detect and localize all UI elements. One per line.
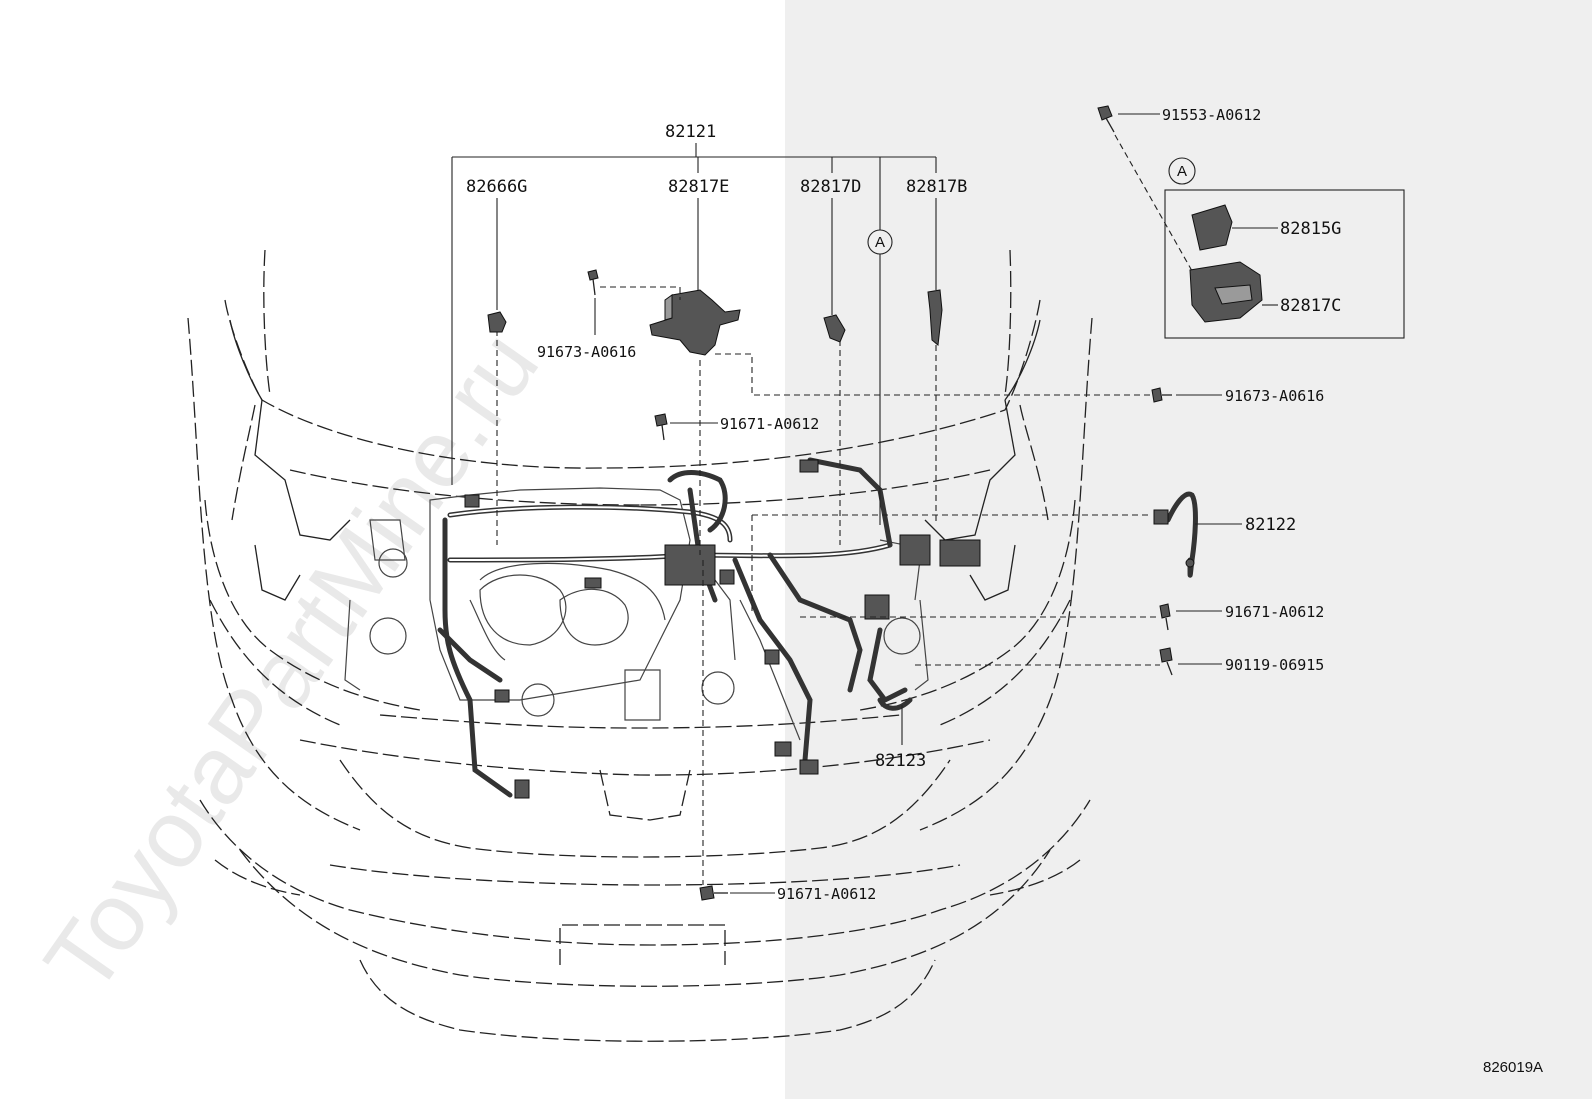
label-82121: 82121 <box>665 122 716 142</box>
callout-a-marker: A <box>875 234 885 251</box>
label-91671-A0612-mid: 91671-A0612 <box>720 415 819 433</box>
clip-82666G-icon <box>487 311 507 333</box>
watermark: ToyotaPartMine.ru <box>25 313 559 1013</box>
label-91671-A0612-right: 91671-A0612 <box>1225 603 1324 621</box>
label-91671-A0612-bottom: 91671-A0612 <box>777 885 876 903</box>
label-82666G: 82666G <box>466 177 527 197</box>
label-82815G: 82815G <box>1280 219 1341 239</box>
bolt-91671-right-icon <box>1159 603 1171 631</box>
inset-marker: A <box>1177 163 1187 180</box>
relay-bracket-82817E-icon <box>649 289 741 356</box>
label-91673-A0616-left: 91673-A0616 <box>537 343 636 361</box>
part-82815G-icon <box>1191 204 1233 251</box>
wire-harness-82121 <box>437 457 981 799</box>
bolt-91671-bottom-icon <box>699 885 728 901</box>
bolt-91673-right-icon <box>1151 387 1172 403</box>
label-82817D: 82817D <box>800 177 861 197</box>
harness-82123-icon <box>877 697 913 711</box>
figure-reference: 826019A <box>1483 1059 1543 1076</box>
bolt-91671-mid-icon <box>654 413 668 441</box>
label-82817B: 82817B <box>906 177 967 197</box>
label-82817E: 82817E <box>668 177 729 197</box>
bolt-91553-icon <box>1097 105 1115 133</box>
clip-82817D-icon <box>823 314 846 343</box>
engine-bay <box>229 319 1041 741</box>
bolt-90119-icon <box>1159 647 1173 676</box>
label-91673-A0616-right: 91673-A0616 <box>1225 387 1324 405</box>
label-91553-A0612: 91553-A0612 <box>1162 106 1261 124</box>
group-bracket-82121 <box>451 143 937 525</box>
label-82817C: 82817C <box>1280 296 1341 316</box>
inset-box-a: A 82815G 82817C <box>1164 157 1405 339</box>
bolt-91673-left-icon <box>587 269 599 296</box>
label-90119-06915: 90119-06915 <box>1225 656 1324 674</box>
clip-82817B-icon <box>927 289 943 346</box>
label-82123: 82123 <box>875 751 926 771</box>
callout-a-circle <box>867 229 893 255</box>
label-82122: 82122 <box>1245 515 1296 535</box>
harness-82122-icon <box>1153 491 1198 578</box>
